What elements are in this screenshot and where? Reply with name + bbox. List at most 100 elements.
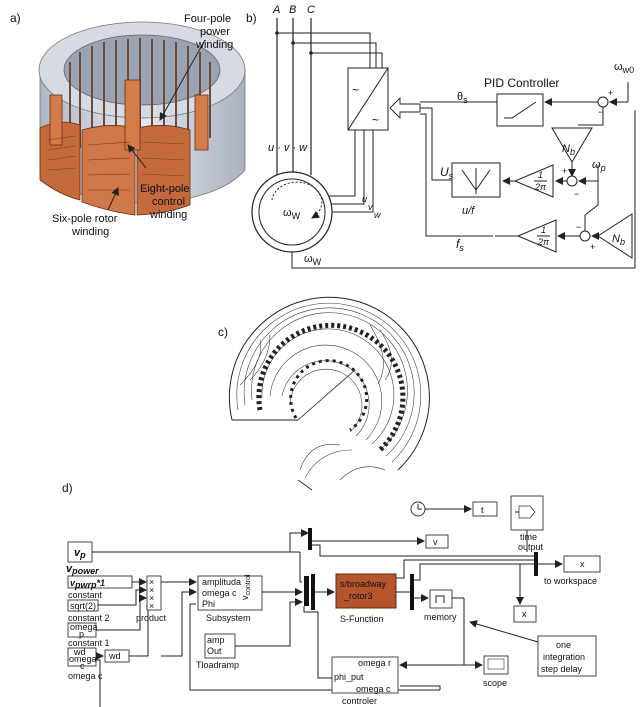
vpwr-block: vpwrp*1 [67, 575, 133, 590]
svg-text:Four-pole: Four-pole [184, 13, 231, 25]
svg-text:winding: winding [71, 226, 109, 238]
svg-text:memory: memory [424, 612, 457, 622]
uf-block [451, 162, 501, 198]
svg-text:c: c [80, 661, 85, 671]
svg-text:w: w [374, 210, 381, 220]
sum-junction-low: − + [576, 222, 595, 252]
svg-text:~: ~ [352, 83, 359, 97]
wd-goto-block: wd [104, 649, 130, 663]
svg-text:wd: wd [108, 651, 121, 661]
svg-text:Out: Out [207, 646, 222, 656]
svg-text:1: 1 [541, 225, 546, 235]
us-label: Us [440, 165, 454, 181]
controller-block: omega r phi_put omega c [331, 656, 399, 694]
svg-text:vcontrol: vcontrol [240, 574, 252, 600]
svg-text:omega c: omega c [68, 671, 103, 681]
x-output-block: x [513, 605, 537, 623]
svg-text:one: one [556, 640, 571, 650]
front-coils [39, 79, 209, 216]
phase-c-label: C [307, 4, 315, 16]
note-arrow [469, 620, 539, 643]
svg-text:~: ~ [372, 113, 379, 127]
annotation-rotor-winding: Six-pole rotor winding [52, 187, 119, 238]
tloadramp-block: amp Out [204, 633, 236, 659]
panel-c-label: c) [218, 325, 228, 339]
command-arrow-icon [389, 96, 421, 120]
clock-block [410, 501, 426, 517]
svg-text:+: + [562, 166, 567, 176]
gain-upper: 1 2π [513, 164, 554, 198]
svg-text:Tloadramp: Tloadramp [196, 660, 239, 670]
theta-s-label: θs [457, 91, 468, 105]
svg-text:constant 2: constant 2 [68, 613, 110, 623]
svg-text:Phi: Phi [202, 599, 215, 609]
uf-label: u/f [462, 205, 475, 217]
svg-text:time: time [520, 532, 537, 542]
svg-text:Eight-pole: Eight-pole [140, 183, 190, 195]
svg-text:step delay: step delay [541, 664, 583, 674]
mux-bar-2 [304, 576, 309, 606]
svg-text:winding: winding [195, 39, 233, 51]
mux-bar-1 [308, 528, 312, 550]
gain-lower: 1 2π [516, 219, 557, 253]
omega-p-label: ωp [592, 159, 606, 173]
sum-junction-top: + − [597, 88, 613, 117]
v-output-block: v [425, 534, 449, 549]
product-block: ×× ×× [146, 575, 162, 611]
memory-block [429, 589, 453, 609]
svg-text:×: × [149, 593, 154, 603]
motor-symbol: ωW [251, 171, 333, 253]
panel-a: a) [10, 11, 246, 238]
fs-label: fs [456, 237, 464, 253]
svg-text:2π: 2π [537, 237, 550, 247]
svg-text:−: − [598, 107, 603, 117]
svg-text:×: × [149, 585, 154, 595]
svg-text:t: t [481, 505, 484, 515]
svg-text:integration: integration [543, 652, 585, 662]
svg-text:omega r: omega r [358, 658, 391, 668]
note-box: one integration step delay [537, 635, 597, 677]
motor-terminals: u · v · w [268, 142, 308, 154]
nb-gain-upper: Nb [551, 107, 604, 163]
svg-text:omega: omega [70, 622, 98, 632]
svg-text:x: x [580, 559, 585, 569]
inverter-command-lines [420, 101, 497, 237]
svg-text:_rotor3: _rotor3 [343, 591, 373, 601]
svg-text:control: control [152, 196, 185, 208]
svg-text:output: output [518, 542, 544, 552]
panel-b-label: b) [246, 11, 257, 25]
t-output-block: t [472, 501, 498, 517]
feedback-speed-label: ωW [304, 253, 322, 267]
svg-text:×: × [149, 601, 154, 611]
svg-text:×: × [149, 577, 154, 587]
field-plot [228, 296, 430, 491]
svg-text:p: p [79, 629, 84, 639]
svg-text:v: v [368, 202, 373, 212]
panel-d-label: d) [62, 481, 73, 495]
panel-c: c) [218, 296, 430, 491]
panel-d: d) t time output vp vpower [62, 481, 601, 707]
pid-title: PID Controller [484, 76, 559, 90]
three-phase-lines [275, 18, 383, 175]
svg-text:+: + [590, 242, 595, 252]
inverter-to-motor: u v w [328, 130, 381, 220]
omega-p-block: omega p [67, 622, 98, 639]
annotation-power-winding: Four-pole power winding [159, 13, 233, 121]
phase-b-label: B [289, 4, 296, 16]
time-output-block [510, 495, 544, 531]
svg-text:1: 1 [538, 170, 543, 180]
scope-block [483, 655, 509, 675]
motor-speed-label: ωW [283, 207, 301, 221]
sqrt-block: sqrt(2) [67, 599, 99, 612]
svg-text:scope: scope [483, 678, 507, 688]
svg-text:phi_put: phi_put [334, 672, 364, 682]
panel-a-label: a) [10, 11, 21, 25]
svg-text:S-Function: S-Function [340, 614, 384, 624]
mux-bar-3 [311, 574, 315, 610]
svg-text:Six-pole rotor: Six-pole rotor [52, 213, 118, 225]
machine-3d-illustration [38, 21, 246, 216]
phase-a-label: A [272, 4, 280, 16]
speed-feedback-line [291, 110, 636, 269]
svg-text:omega c: omega c [356, 684, 391, 694]
svg-text:vp: vp [74, 547, 86, 560]
